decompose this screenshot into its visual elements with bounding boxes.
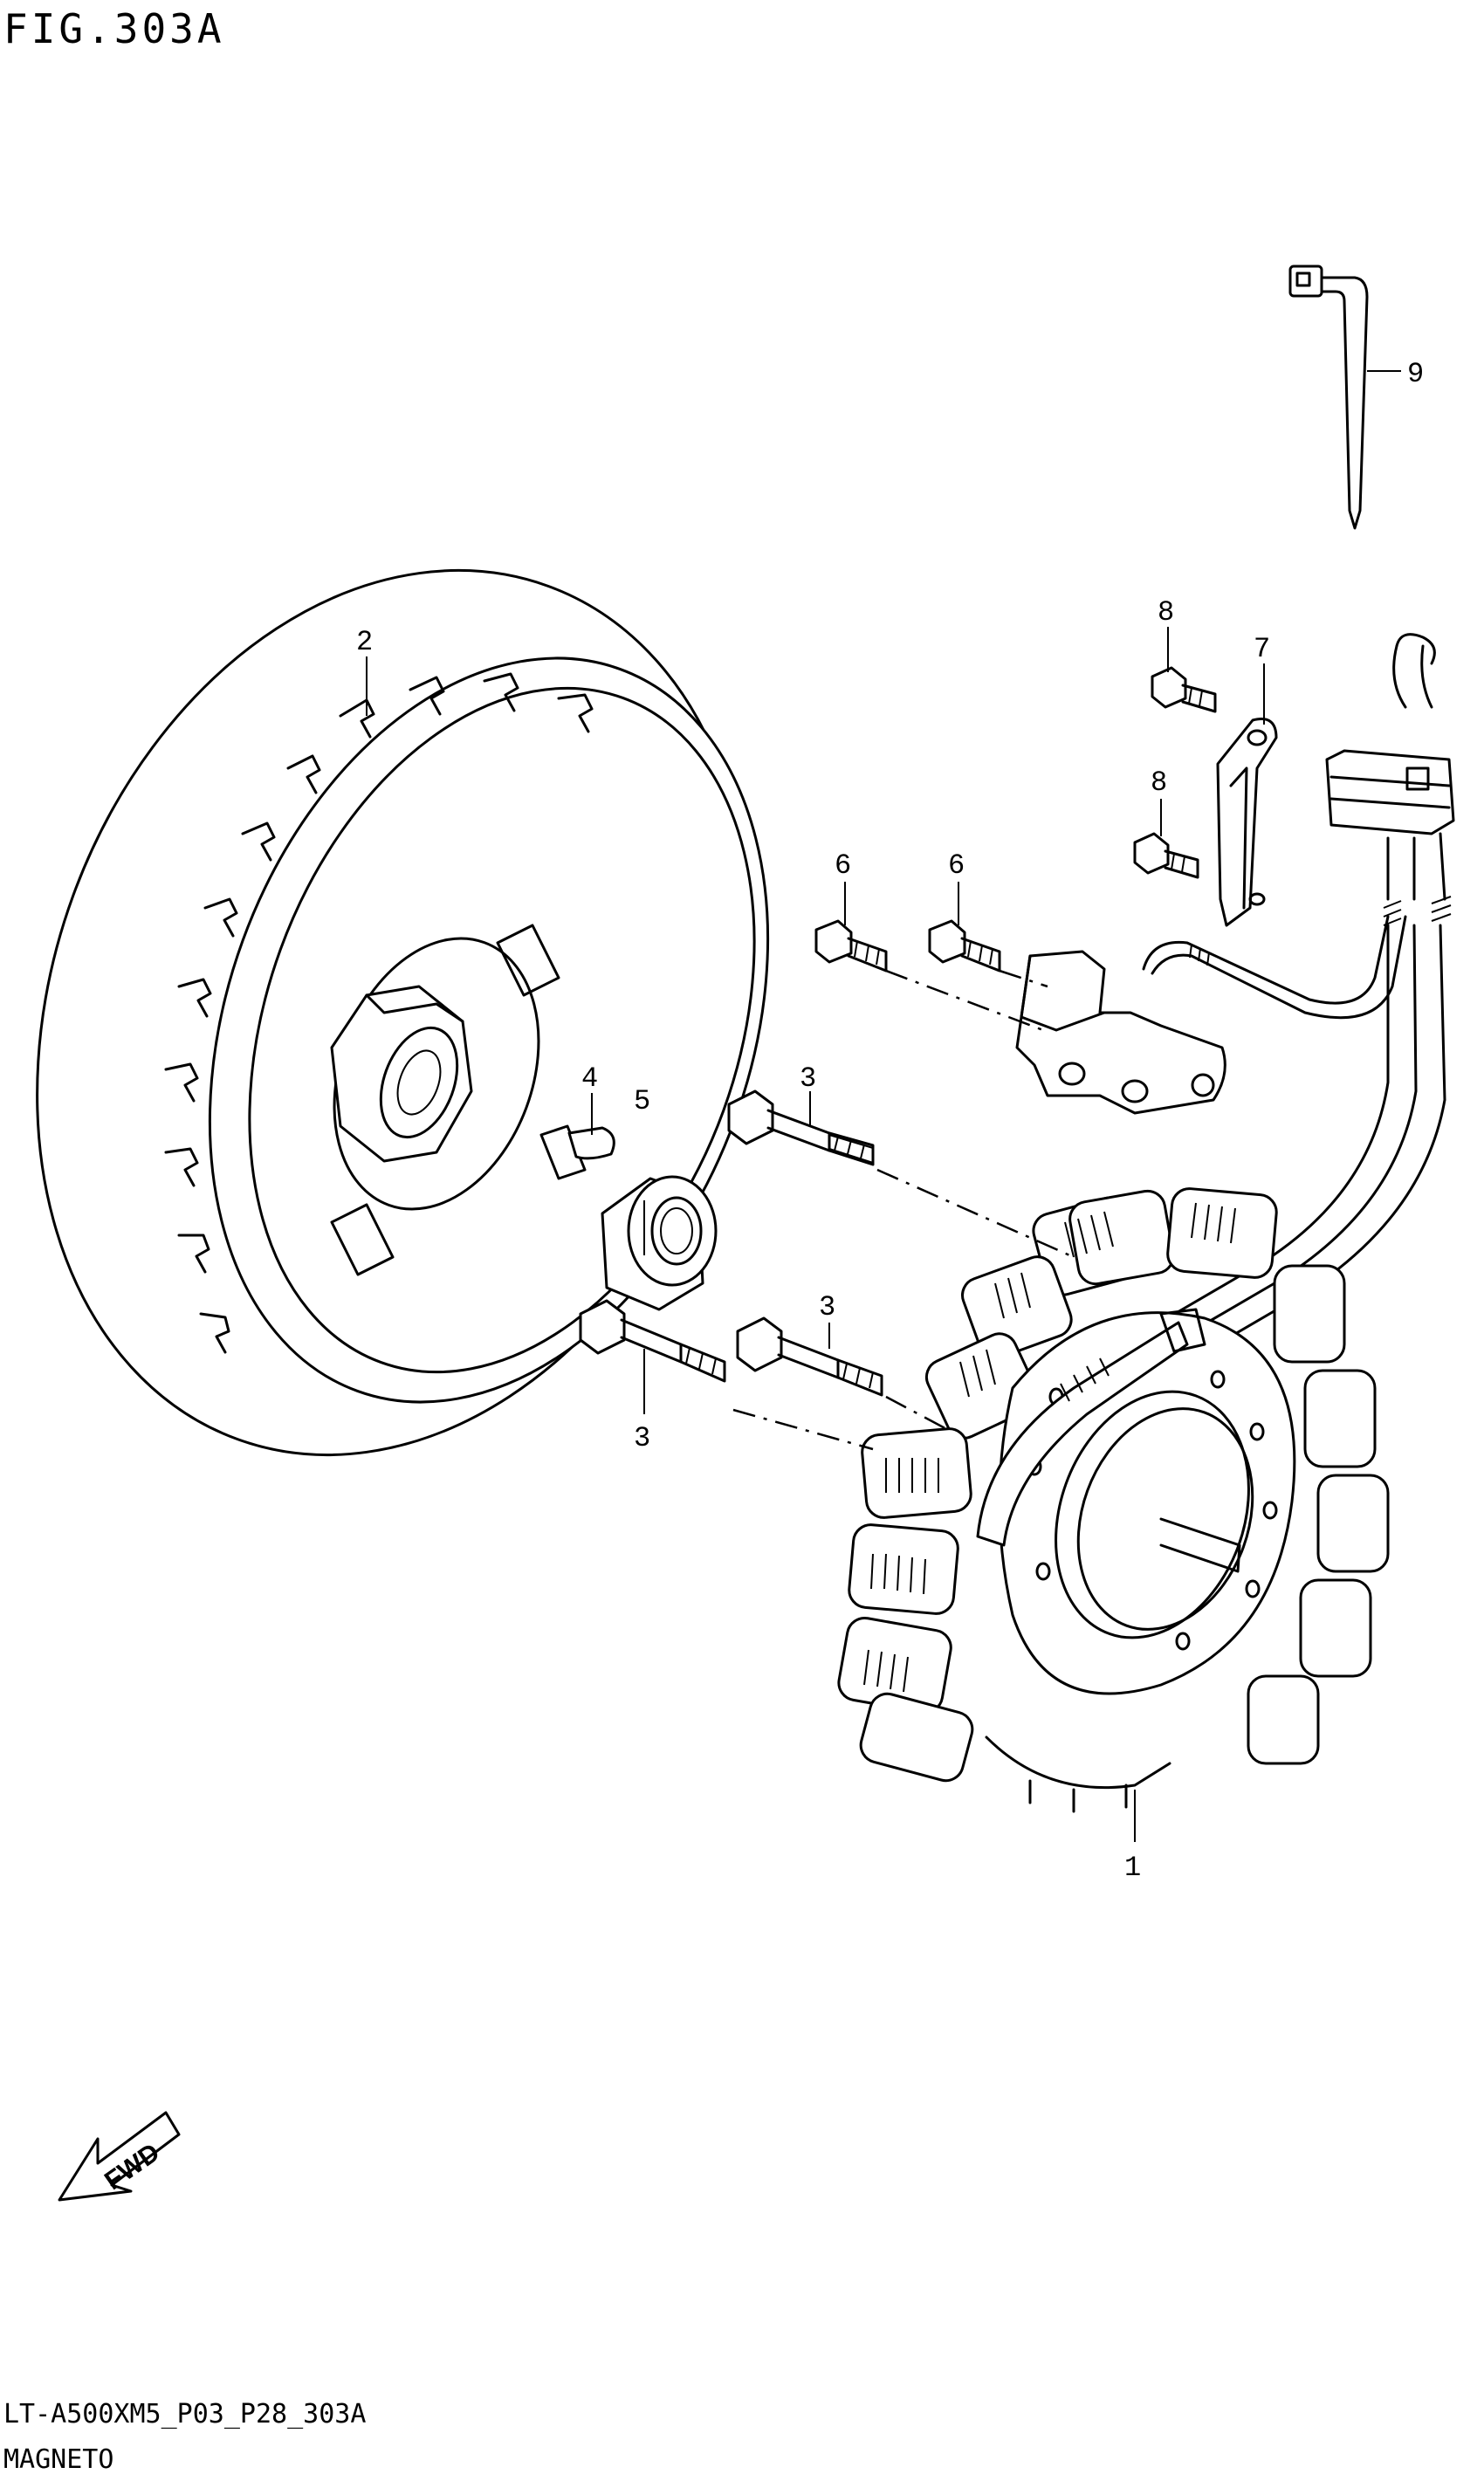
callout-labels: 1 2 3 3 3 4 5 6 6 7 8 8 9	[356, 358, 1424, 1884]
callout-7: 7	[1254, 633, 1270, 665]
part-9-probe	[1288, 265, 1369, 530]
part-3-bolt-left	[579, 1299, 726, 1383]
part-7-bracket	[1216, 718, 1278, 927]
part-6-screw-left	[814, 919, 888, 973]
callout-3-lower: 3	[819, 1291, 835, 1323]
callout-6-right: 6	[948, 849, 965, 882]
figure-title: FIG.303A	[3, 5, 225, 52]
callout-6-left: 6	[835, 849, 851, 882]
alignment-lines	[732, 969, 1075, 1451]
callout-8-upper: 8	[1158, 596, 1174, 629]
section-name: MAGNETO	[3, 2444, 114, 2475]
pickup-coil-assembly	[1015, 915, 1407, 1115]
part-3-bolt-lower	[736, 1316, 883, 1397]
callout-3-left: 3	[634, 1422, 650, 1454]
part-1-stator	[837, 1187, 1390, 1813]
part-3-bolt-upper	[727, 1089, 875, 1166]
part-2-flywheel-rotor	[36, 568, 770, 1457]
callout-leaders	[366, 370, 1401, 1842]
callout-9: 9	[1407, 358, 1424, 390]
callout-4: 4	[581, 1062, 598, 1095]
fwd-arrow: FWD	[58, 2111, 181, 2202]
callout-2: 2	[356, 626, 373, 658]
part-8-screw-upper	[1151, 666, 1217, 713]
callout-3-upper: 3	[800, 1062, 816, 1095]
callout-8-lower: 8	[1151, 766, 1167, 799]
part-5-nut	[601, 1175, 718, 1311]
part-8-screw-lower	[1133, 832, 1199, 879]
part-4-woodruff-key	[567, 1126, 615, 1160]
callout-5: 5	[634, 1085, 650, 1117]
part-6-screw-right	[928, 919, 1001, 973]
model-code: LT-A500XM5_P03_P28_303A	[3, 2399, 367, 2430]
callout-1: 1	[1124, 1852, 1141, 1884]
